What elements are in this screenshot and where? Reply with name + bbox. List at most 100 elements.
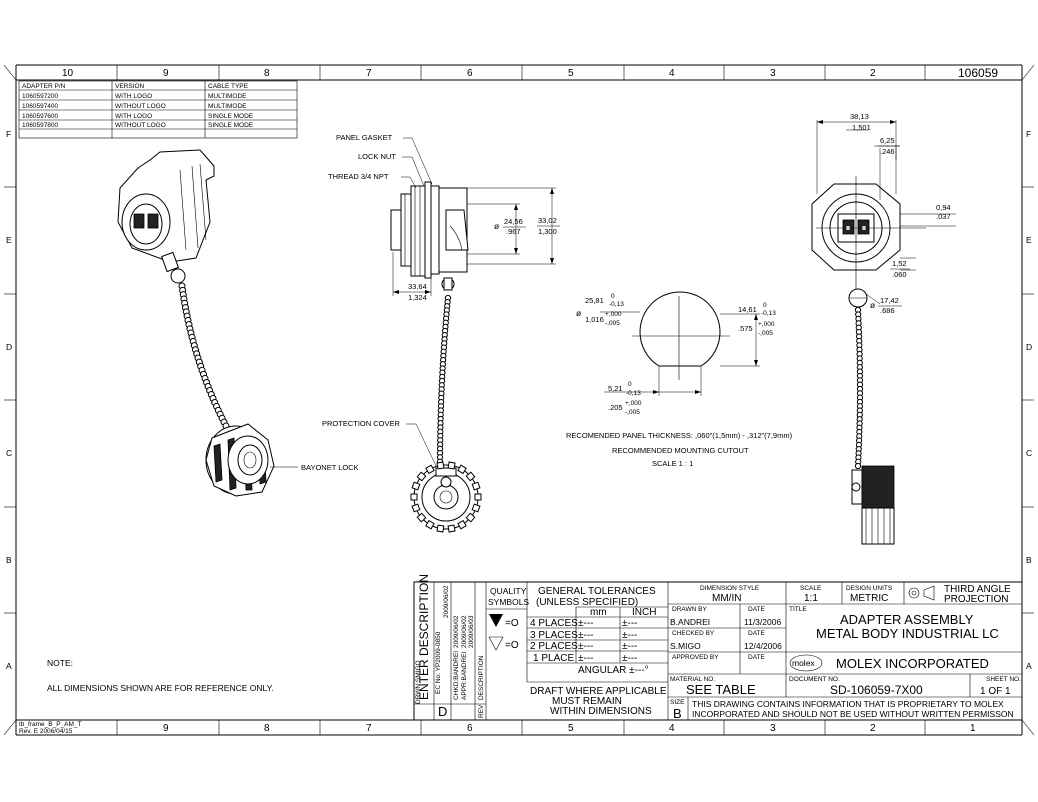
col-label-top: 6 <box>467 68 473 79</box>
table-cell: 1060597200 <box>22 93 59 100</box>
table-cell: MULTIMODE <box>208 93 247 100</box>
revision-date: 2009/06/02 <box>443 585 450 618</box>
col-label-top: 9 <box>163 68 169 79</box>
row-label-left: A <box>6 661 12 671</box>
cutout-key-mm-tol-dn: -0,13 <box>626 390 641 397</box>
revision-date: 2009/06/03 <box>468 615 475 648</box>
checked-date: 12/4/2006 <box>744 641 782 651</box>
document-label: DOCUMENT NO. <box>789 676 840 683</box>
tol-inch: ±--- <box>622 630 637 641</box>
cutout-dia-in-tol-dn: -,005 <box>605 320 620 327</box>
row-label-right: C <box>1026 448 1032 458</box>
logo-text: molex <box>792 658 815 668</box>
cap-tooth <box>436 524 445 533</box>
checked-by: S.MIGO <box>670 641 701 651</box>
dim-length-mm: 33,64 <box>408 282 427 291</box>
front-step-in: .060 <box>892 270 907 279</box>
front-width-mm: 38,13 <box>850 112 869 121</box>
dim-dia-outer-in: 1,300 <box>538 227 557 236</box>
inch-label: INCH <box>632 607 656 618</box>
column-labels-bottom: 9 8 7 6 5 4 3 2 1 <box>163 723 976 734</box>
material-value: SEE TABLE <box>686 682 756 697</box>
row-label-left: D <box>6 342 12 352</box>
cutout-scale: SCALE 1 : 1 <box>652 459 693 468</box>
places-2: 2 PLACES <box>530 641 578 652</box>
table-header: CABLE TYPE <box>208 83 249 90</box>
table-cell: SINGLE MODE <box>208 122 254 129</box>
revision-ec: EC No: YP2009-0850 <box>435 631 442 694</box>
drawn-date-label: DATE <box>748 606 766 613</box>
dimension-style: MM/IN <box>712 593 741 604</box>
tol-inch: ±--- <box>622 653 637 664</box>
drawn-by: B.ANDREI <box>670 617 710 627</box>
table-header: VERSION <box>115 83 145 90</box>
side-view-dimensions: ø 24,56 .967 33,02 1,300 33,64 1,324 <box>392 187 560 302</box>
row-label-left: F <box>6 129 11 139</box>
cap-tooth <box>416 471 427 482</box>
notes-heading: NOTE: <box>47 658 73 668</box>
row-labels: F E D C B A F E D C B A <box>6 129 1032 671</box>
col-label-bottom: 4 <box>669 723 675 734</box>
row-label-right: F <box>1026 129 1031 139</box>
projection-line1: THIRD ANGLE <box>944 584 1011 595</box>
col-label-bottom: 3 <box>770 723 776 734</box>
revision-date: 2009/06/02 <box>453 615 460 648</box>
dim-dia-outer-mm: 33,02 <box>538 216 557 225</box>
row-label-right: A <box>1026 661 1032 671</box>
front-ball-in: .686 <box>880 306 895 315</box>
quality-symbol-2: =O <box>505 640 519 651</box>
size-label: SIZE <box>670 699 685 706</box>
col-label-top: 8 <box>264 68 270 79</box>
table-cell: 1060597800 <box>22 122 59 129</box>
frame-id-rev: Rev. E 2006/04/15 <box>19 728 73 735</box>
col-label-bottom: 7 <box>366 723 372 734</box>
places-1: 1 PLACE <box>533 653 574 664</box>
revision-person: APPR:BANDREI <box>461 651 468 700</box>
cutout-flat-mm-tol-dn: -0,13 <box>761 310 776 317</box>
company-name: MOLEX INCORPORATED <box>836 656 989 671</box>
cap-tooth <box>411 503 421 513</box>
table-header: ADAPTER P/N <box>22 83 66 90</box>
dimension-style-label: DIMENSION STYLE <box>700 585 760 592</box>
table-cell: 1060597400 <box>22 103 59 110</box>
callout-bayonet-lock: BAYONET LOCK <box>301 463 359 472</box>
row-label-left: C <box>6 448 12 458</box>
frame-id-line: tb_frame_B_P_AM_T <box>19 721 82 728</box>
size-value: B <box>673 706 682 721</box>
tol-inch: ±--- <box>622 641 637 652</box>
third-angle-projection-icon <box>908 585 935 601</box>
front-width-in: 1,501 <box>852 123 871 132</box>
col-label-top: 3 <box>770 68 776 79</box>
col-label-bottom: 6 <box>467 723 473 734</box>
scale-value: 1:1 <box>804 593 818 604</box>
col-label-top: 5 <box>568 68 574 79</box>
notes-line: ALL DIMENSIONS SHOWN ARE FOR REFERENCE O… <box>47 683 274 693</box>
revision-person: CHKD:BANDREI <box>453 651 460 700</box>
cap-tooth <box>471 481 481 491</box>
tol-mm: ±--- <box>578 618 593 629</box>
draft-note: DRAFT WHERE APPLICABLE <box>530 686 667 697</box>
front-step-mm: 1,52 <box>892 259 907 268</box>
col-label-top: 7 <box>366 68 372 79</box>
cap-tooth <box>465 512 476 523</box>
cap-tooth <box>474 493 482 501</box>
col-label-bottom: 5 <box>568 723 574 734</box>
front-offset-mm: 6,25 <box>880 136 895 145</box>
cutout-key-in: .205 <box>608 403 623 412</box>
cap-tooth <box>411 481 421 491</box>
col-label-top: 2 <box>870 68 876 79</box>
proprietary-line1: THIS DRAWING CONTAINS INFORMATION THAT I… <box>692 699 1004 709</box>
row-label-right: D <box>1026 342 1032 352</box>
tol-mm: ±--- <box>578 630 593 641</box>
cap-teeth <box>410 461 482 533</box>
title-block: ENTER DESCRIPTION EC No: YP2009-0850 200… <box>413 574 1023 721</box>
cutout-flat-in-tol-dn: -,005 <box>758 330 773 337</box>
iso-adapter-body <box>117 149 215 284</box>
cutout-flat-in-tol-up: +,000 <box>758 321 775 328</box>
places-3: 3 PLACES <box>530 630 578 641</box>
quality-symbol-1: =O <box>505 618 519 629</box>
row-label-left: B <box>6 555 12 565</box>
front-gap-in: .037 <box>936 212 951 221</box>
tol-inch: ±--- <box>622 618 637 629</box>
col-label-bottom: 8 <box>264 723 270 734</box>
